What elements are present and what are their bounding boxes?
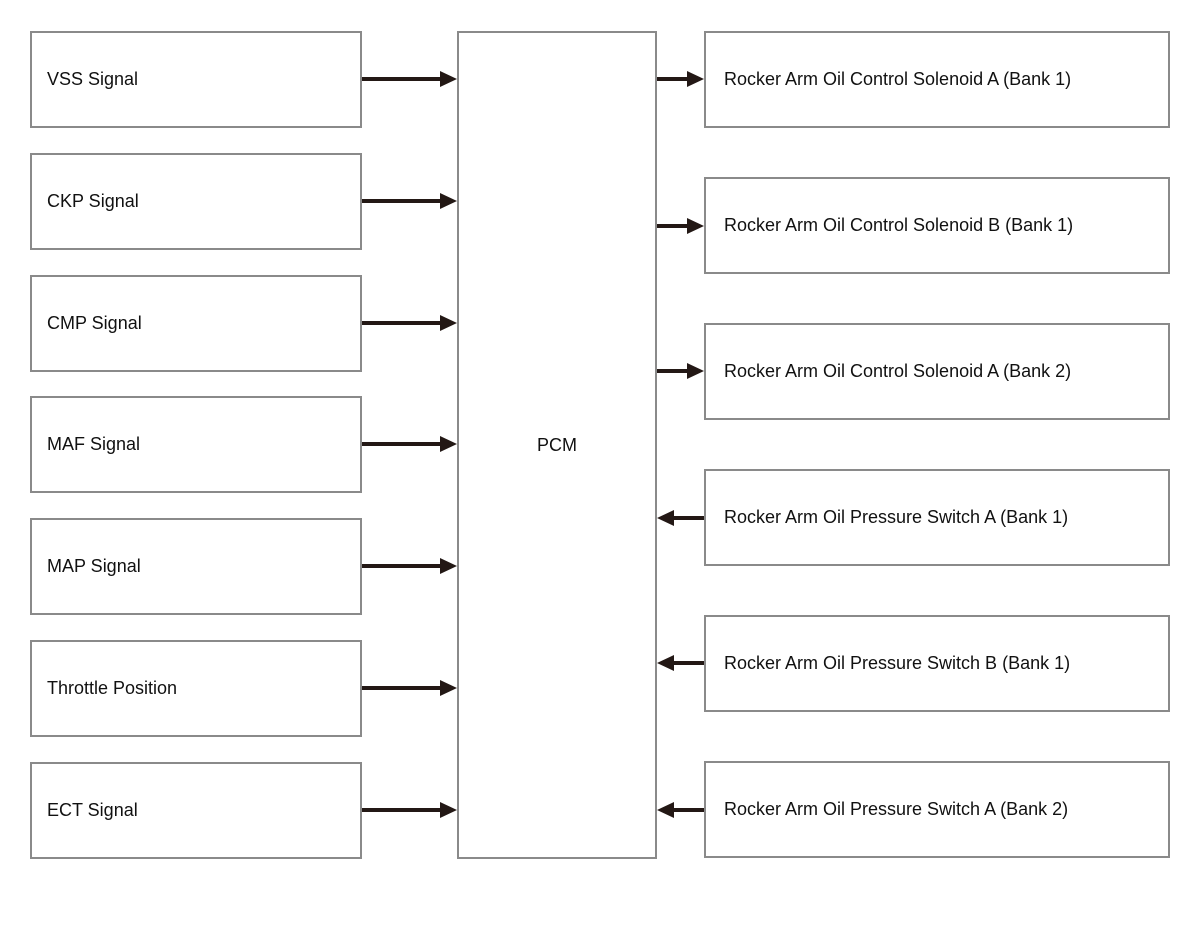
arrow-ect-to-pcm	[362, 802, 457, 818]
output-box-pressure-switch-a-bank2: Rocker Arm Oil Pressure Switch A (Bank 2…	[704, 761, 1170, 858]
arrow-pressure-switch-b-bank1-to-pcm	[657, 655, 704, 671]
input-label: MAP Signal	[47, 556, 141, 576]
arrow-maf-to-pcm	[362, 436, 457, 452]
output-label: Rocker Arm Oil Pressure Switch A (Bank 1…	[724, 507, 1069, 527]
output-box-solenoid-a-bank1: Rocker Arm Oil Control Solenoid A (Bank …	[704, 31, 1170, 128]
input-box-cmp: CMP Signal	[30, 275, 362, 372]
output-label: Rocker Arm Oil Pressure Switch B (Bank 1…	[724, 653, 1071, 673]
arrow-ckp-to-pcm	[362, 193, 457, 209]
output-label: Rocker Arm Oil Control Solenoid A (Bank …	[724, 69, 1072, 89]
input-box-ect: ECT Signal	[30, 762, 362, 859]
arrow-pcm-to-solenoid-b-bank1	[657, 218, 704, 234]
arrow-pcm-to-solenoid-a-bank2	[657, 363, 704, 379]
input-box-maf: MAF Signal	[30, 396, 362, 493]
output-box-solenoid-b-bank1: Rocker Arm Oil Control Solenoid B (Bank …	[704, 177, 1170, 274]
output-box-solenoid-a-bank2: Rocker Arm Oil Control Solenoid A (Bank …	[704, 323, 1170, 420]
input-box-ckp: CKP Signal	[30, 153, 362, 250]
input-label: CKP Signal	[47, 191, 139, 211]
input-label: VSS Signal	[47, 69, 139, 89]
arrow-cmp-to-pcm	[362, 315, 457, 331]
arrow-throttle-to-pcm	[362, 680, 457, 696]
pcm-box: PCM	[457, 31, 657, 859]
arrow-pressure-switch-a-bank1-to-pcm	[657, 510, 704, 526]
arrow-pressure-switch-a-bank2-to-pcm	[657, 802, 704, 818]
input-box-throttle-position: Throttle Position	[30, 640, 362, 737]
input-label: Throttle Position	[47, 678, 178, 698]
output-label: Rocker Arm Oil Pressure Switch A (Bank 2…	[724, 799, 1069, 819]
output-box-pressure-switch-b-bank1: Rocker Arm Oil Pressure Switch B (Bank 1…	[704, 615, 1170, 712]
arrow-vss-to-pcm	[362, 71, 457, 87]
input-box-map: MAP Signal	[30, 518, 362, 615]
input-label: ECT Signal	[47, 800, 138, 820]
input-box-vss: VSS Signal	[30, 31, 362, 128]
output-box-pressure-switch-a-bank1: Rocker Arm Oil Pressure Switch A (Bank 1…	[704, 469, 1170, 566]
arrow-map-to-pcm	[362, 558, 457, 574]
input-label: CMP Signal	[47, 313, 142, 333]
input-label: MAF Signal	[47, 434, 141, 454]
arrow-pcm-to-solenoid-a-bank1	[657, 71, 704, 87]
pcm-label: PCM	[537, 434, 577, 455]
output-label: Rocker Arm Oil Control Solenoid A (Bank …	[724, 361, 1072, 381]
output-label: Rocker Arm Oil Control Solenoid B (Bank …	[724, 215, 1074, 235]
